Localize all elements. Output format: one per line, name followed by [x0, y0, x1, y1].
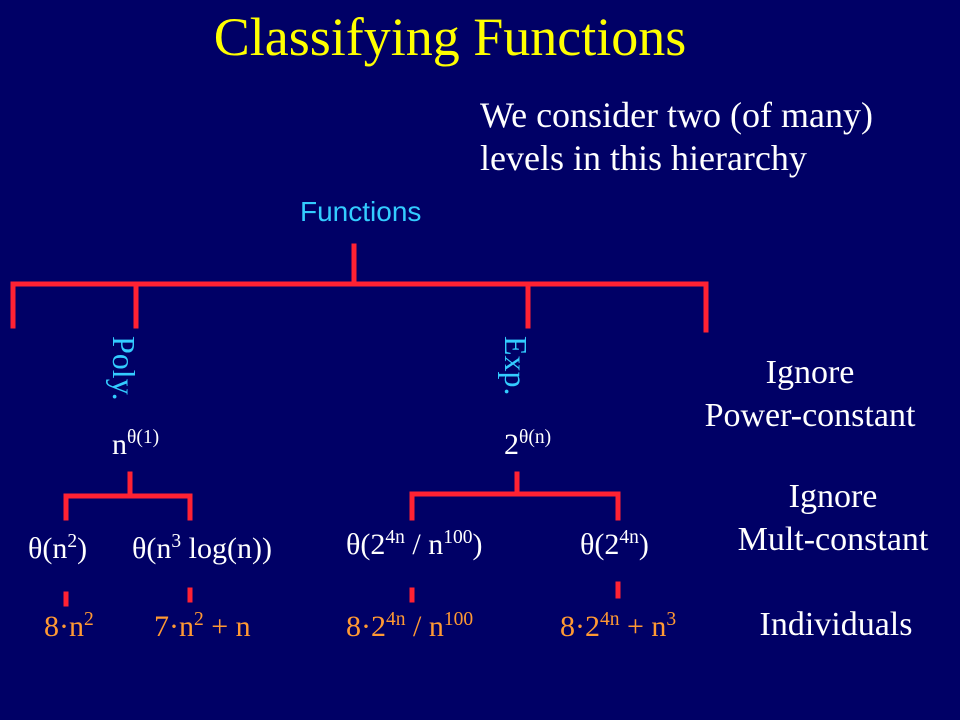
poly-sub-1-exp: 2 [67, 531, 78, 552]
individual-3: 8·24n / n100 [346, 610, 473, 644]
poly-sub-1-pre: θ(n [28, 532, 68, 565]
exp-class-label: 2θ(n) [504, 428, 551, 462]
intro-line-2: levels in this hierarchy [480, 138, 807, 179]
individual-3-exp: 4n [386, 609, 406, 630]
exp-class-exp: θ(n) [519, 427, 552, 448]
exp-sub-1-pre: θ(2 [346, 528, 386, 561]
poly-class-base: n [112, 428, 127, 461]
level-mult-constant: Ignore Mult-constant [683, 476, 960, 561]
tree-root-label: Functions [300, 196, 422, 227]
exp-class-base: 2 [504, 428, 519, 461]
intro-text: We consider two (of many) levels in this… [480, 94, 873, 180]
exp-sub-1-post2: ) [472, 528, 483, 561]
poly-sub-1-post: ) [77, 532, 88, 565]
individual-2-pre: 7·n [154, 610, 194, 643]
individual-1: 8·n2 [44, 610, 94, 644]
level-mult-line-1: Ignore [788, 478, 878, 515]
level-power-line-2: Power-constant [704, 396, 916, 434]
poly-sub-1: θ(n2) [28, 532, 87, 566]
exp-sub-1-post: / n [404, 528, 444, 561]
individual-4-exp: 4n [600, 609, 620, 630]
exp-sub-1: θ(24n / n100) [346, 528, 482, 562]
individual-1-pre: 8·n [44, 610, 84, 643]
individual-3-exp2: 100 [443, 609, 474, 630]
poly-class-exp: θ(1) [127, 427, 160, 448]
poly-sub-2-exp: 3 [171, 531, 182, 552]
level-mult-line-2: Mult-constant [737, 520, 929, 558]
level-power-line-1: Ignore [765, 354, 855, 391]
individual-2: 7·n2 + n [154, 610, 251, 644]
poly-sub-2-pre: θ(n [132, 532, 172, 565]
poly-class-label: nθ(1) [112, 428, 159, 462]
exp-sub-2: θ(24n) [580, 528, 649, 562]
individual-4-post: + n [619, 610, 667, 643]
poly-sub-2-post: log(n)) [181, 532, 272, 565]
poly-sub-2: θ(n3 log(n)) [132, 532, 272, 566]
individual-1-exp: 2 [84, 609, 94, 630]
exp-sub-2-pre: θ(2 [580, 528, 620, 561]
level-power-constant: Ignore Power-constant [660, 352, 960, 437]
level-individuals: Individuals [759, 606, 913, 643]
individual-2-exp: 2 [194, 609, 204, 630]
individual-3-pre: 8·2 [346, 610, 386, 643]
individual-4: 8·24n + n3 [560, 610, 676, 644]
exp-sub-1-exp: 4n [385, 527, 405, 548]
page-title: Classifying Functions [213, 7, 687, 67]
individual-3-post: / n [405, 610, 444, 643]
individual-2-post: + n [203, 610, 251, 643]
exp-sub-2-post: ) [638, 528, 649, 561]
exp-sub-1-exp2: 100 [443, 527, 473, 548]
exp-sub-2-exp: 4n [619, 527, 639, 548]
branch-poly-label: Poly. [106, 336, 142, 401]
individual-4-pre: 8·2 [560, 610, 600, 643]
individual-4-exp2: 3 [666, 609, 677, 630]
branch-exp-label: Exp. [498, 336, 534, 396]
intro-line-1: We consider two (of many) [480, 95, 873, 135]
